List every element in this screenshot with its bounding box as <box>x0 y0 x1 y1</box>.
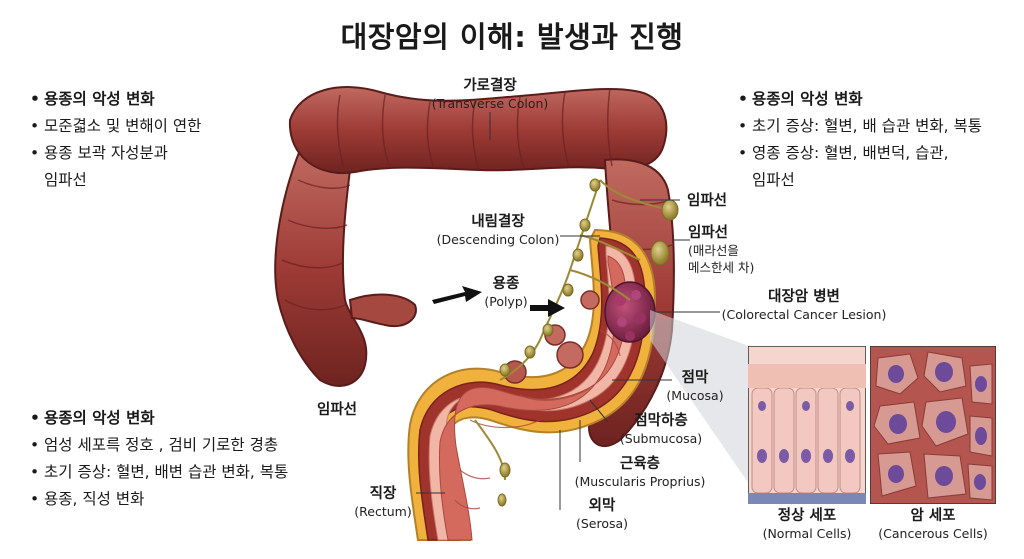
bullet-continuation: 임파선 <box>752 171 795 189</box>
label-ko: 용종 <box>492 276 520 292</box>
label-ko: 암 세포 <box>910 508 956 524</box>
lymph-nodes <box>497 178 679 507</box>
label-en: (Normal Cells) <box>762 526 852 541</box>
bullet-item: 용종, 직성 변화 <box>30 486 330 513</box>
bullet-item: 초기 증상: 혈변, 배변 습관 변화, 복통 <box>30 459 330 486</box>
label-ko: 가로결장 <box>463 78 517 94</box>
arrow-icon <box>432 286 482 304</box>
page-title: 대장암의 이해: 발생과 진행 <box>340 20 684 54</box>
label-lymph-node-top: 임파선 <box>682 193 732 210</box>
label-en: (Muscularis Proprius) <box>574 474 706 489</box>
label-ko: 근육층 <box>619 456 661 472</box>
label-en: (Transverse Colon) <box>431 96 549 111</box>
label-ko: 점막하층 <box>634 413 688 429</box>
label-lymph-node-side: 임파선 (매라선을 메스한세 차) <box>688 225 768 276</box>
label-submucosa: 점막하층 (Submucosa) <box>606 413 716 447</box>
bullet-item: 초기 증상: 혈변, 배 습관 변화, 복통 <box>738 113 1018 140</box>
arrow-icon <box>530 299 565 317</box>
zoom-wedge <box>650 310 760 500</box>
label-ko: 내림결장 <box>471 214 525 230</box>
label-descending-colon: 내림결장 (Descending Colon) <box>428 214 568 248</box>
label-rectum: 직장 (Rectum) <box>348 486 418 520</box>
bullet-item: 모준겳소 및 변해이 연한 <box>30 113 280 140</box>
label-normal-cells: 정상 세포 (Normal Cells) <box>748 508 866 542</box>
label-en: (Mucosa) <box>666 388 724 403</box>
label-en: (Polyp) <box>484 294 528 309</box>
label-en: (Descending Colon) <box>436 232 560 247</box>
label-cancer-cells: 암 세포 (Cancerous Cells) <box>870 508 996 542</box>
label-cancer-lesion: 대장암 병변 (Colorectal Cancer Lesion) <box>714 289 894 323</box>
bullet-item: 용종 보곽 자성분과 <box>30 140 280 167</box>
label-ko: 외막 <box>588 498 616 514</box>
normal-cells-panel <box>748 346 866 504</box>
label-en: (Submucosa) <box>619 431 703 446</box>
label-transverse-colon: 가로결장 (Transverse Colon) <box>400 78 580 112</box>
label-en: (Cancerous Cells) <box>878 526 988 541</box>
label-muscularis: 근육층 (Muscularis Proprius) <box>560 456 720 490</box>
label-en: (Rectum) <box>354 504 412 519</box>
label-en: (Colorectal Cancer Lesion) <box>721 307 887 322</box>
label-ko: 정상 세포 <box>777 508 837 524</box>
label-ko: 임파선 <box>688 225 729 241</box>
left-bottom-bullet-list: 용종의 악성 변화 엄성 세포륵 정호 , 검비 기로한 경총 초기 증상: 혈… <box>30 405 330 513</box>
bullet-heading: 용종의 악성 변화 <box>30 405 330 432</box>
label-ko: 임파선 <box>316 402 358 418</box>
leader-lines <box>416 112 720 510</box>
colon-body <box>274 86 675 447</box>
lymph-vessels <box>474 179 671 481</box>
bullet-item: 영종 증상: 혈변, 배변덕, 습관, <box>738 140 1018 167</box>
label-serosa: 외막 (Serosa) <box>562 498 642 532</box>
label-ko: 대장암 병변 <box>768 289 840 305</box>
label-en: (Serosa) <box>575 516 629 531</box>
label-ko: 점막 <box>681 370 709 386</box>
cancer-cell-clusters <box>873 351 993 501</box>
label-polyp: 용종 (Polyp) <box>476 276 536 310</box>
label-ko: 임파선 <box>686 193 728 209</box>
bullet-heading: 용종의 악성 변화 <box>738 86 1018 113</box>
cancer-cells-panel <box>870 346 996 504</box>
label-ko: 직장 <box>369 486 397 502</box>
right-top-bullet-list: 용종의 악성 변화 초기 증상: 혈변, 배 습관 변화, 복통 영종 증상: … <box>738 86 1018 194</box>
left-top-bullet-list: 용종의 악성 변화 모준겳소 및 변해이 연한 용종 보곽 자성분과 임파선 <box>30 86 280 194</box>
bullet-item: 엄성 세포륵 정호 , 검비 기로한 경총 <box>30 432 330 459</box>
normal-cell-columns <box>748 364 866 504</box>
tumor-lesion <box>604 281 656 343</box>
label-en: 메스한세 차) <box>688 260 755 275</box>
bullet-heading: 용종의 악성 변화 <box>30 86 280 113</box>
colon-cross-section <box>407 228 657 541</box>
label-mucosa: 점막 (Mucosa) <box>660 370 730 404</box>
label-lymph-node-left: 임파선 <box>302 402 372 419</box>
bullet-continuation: 임파선 <box>44 171 87 189</box>
label-en: (매라선을 <box>688 243 739 258</box>
